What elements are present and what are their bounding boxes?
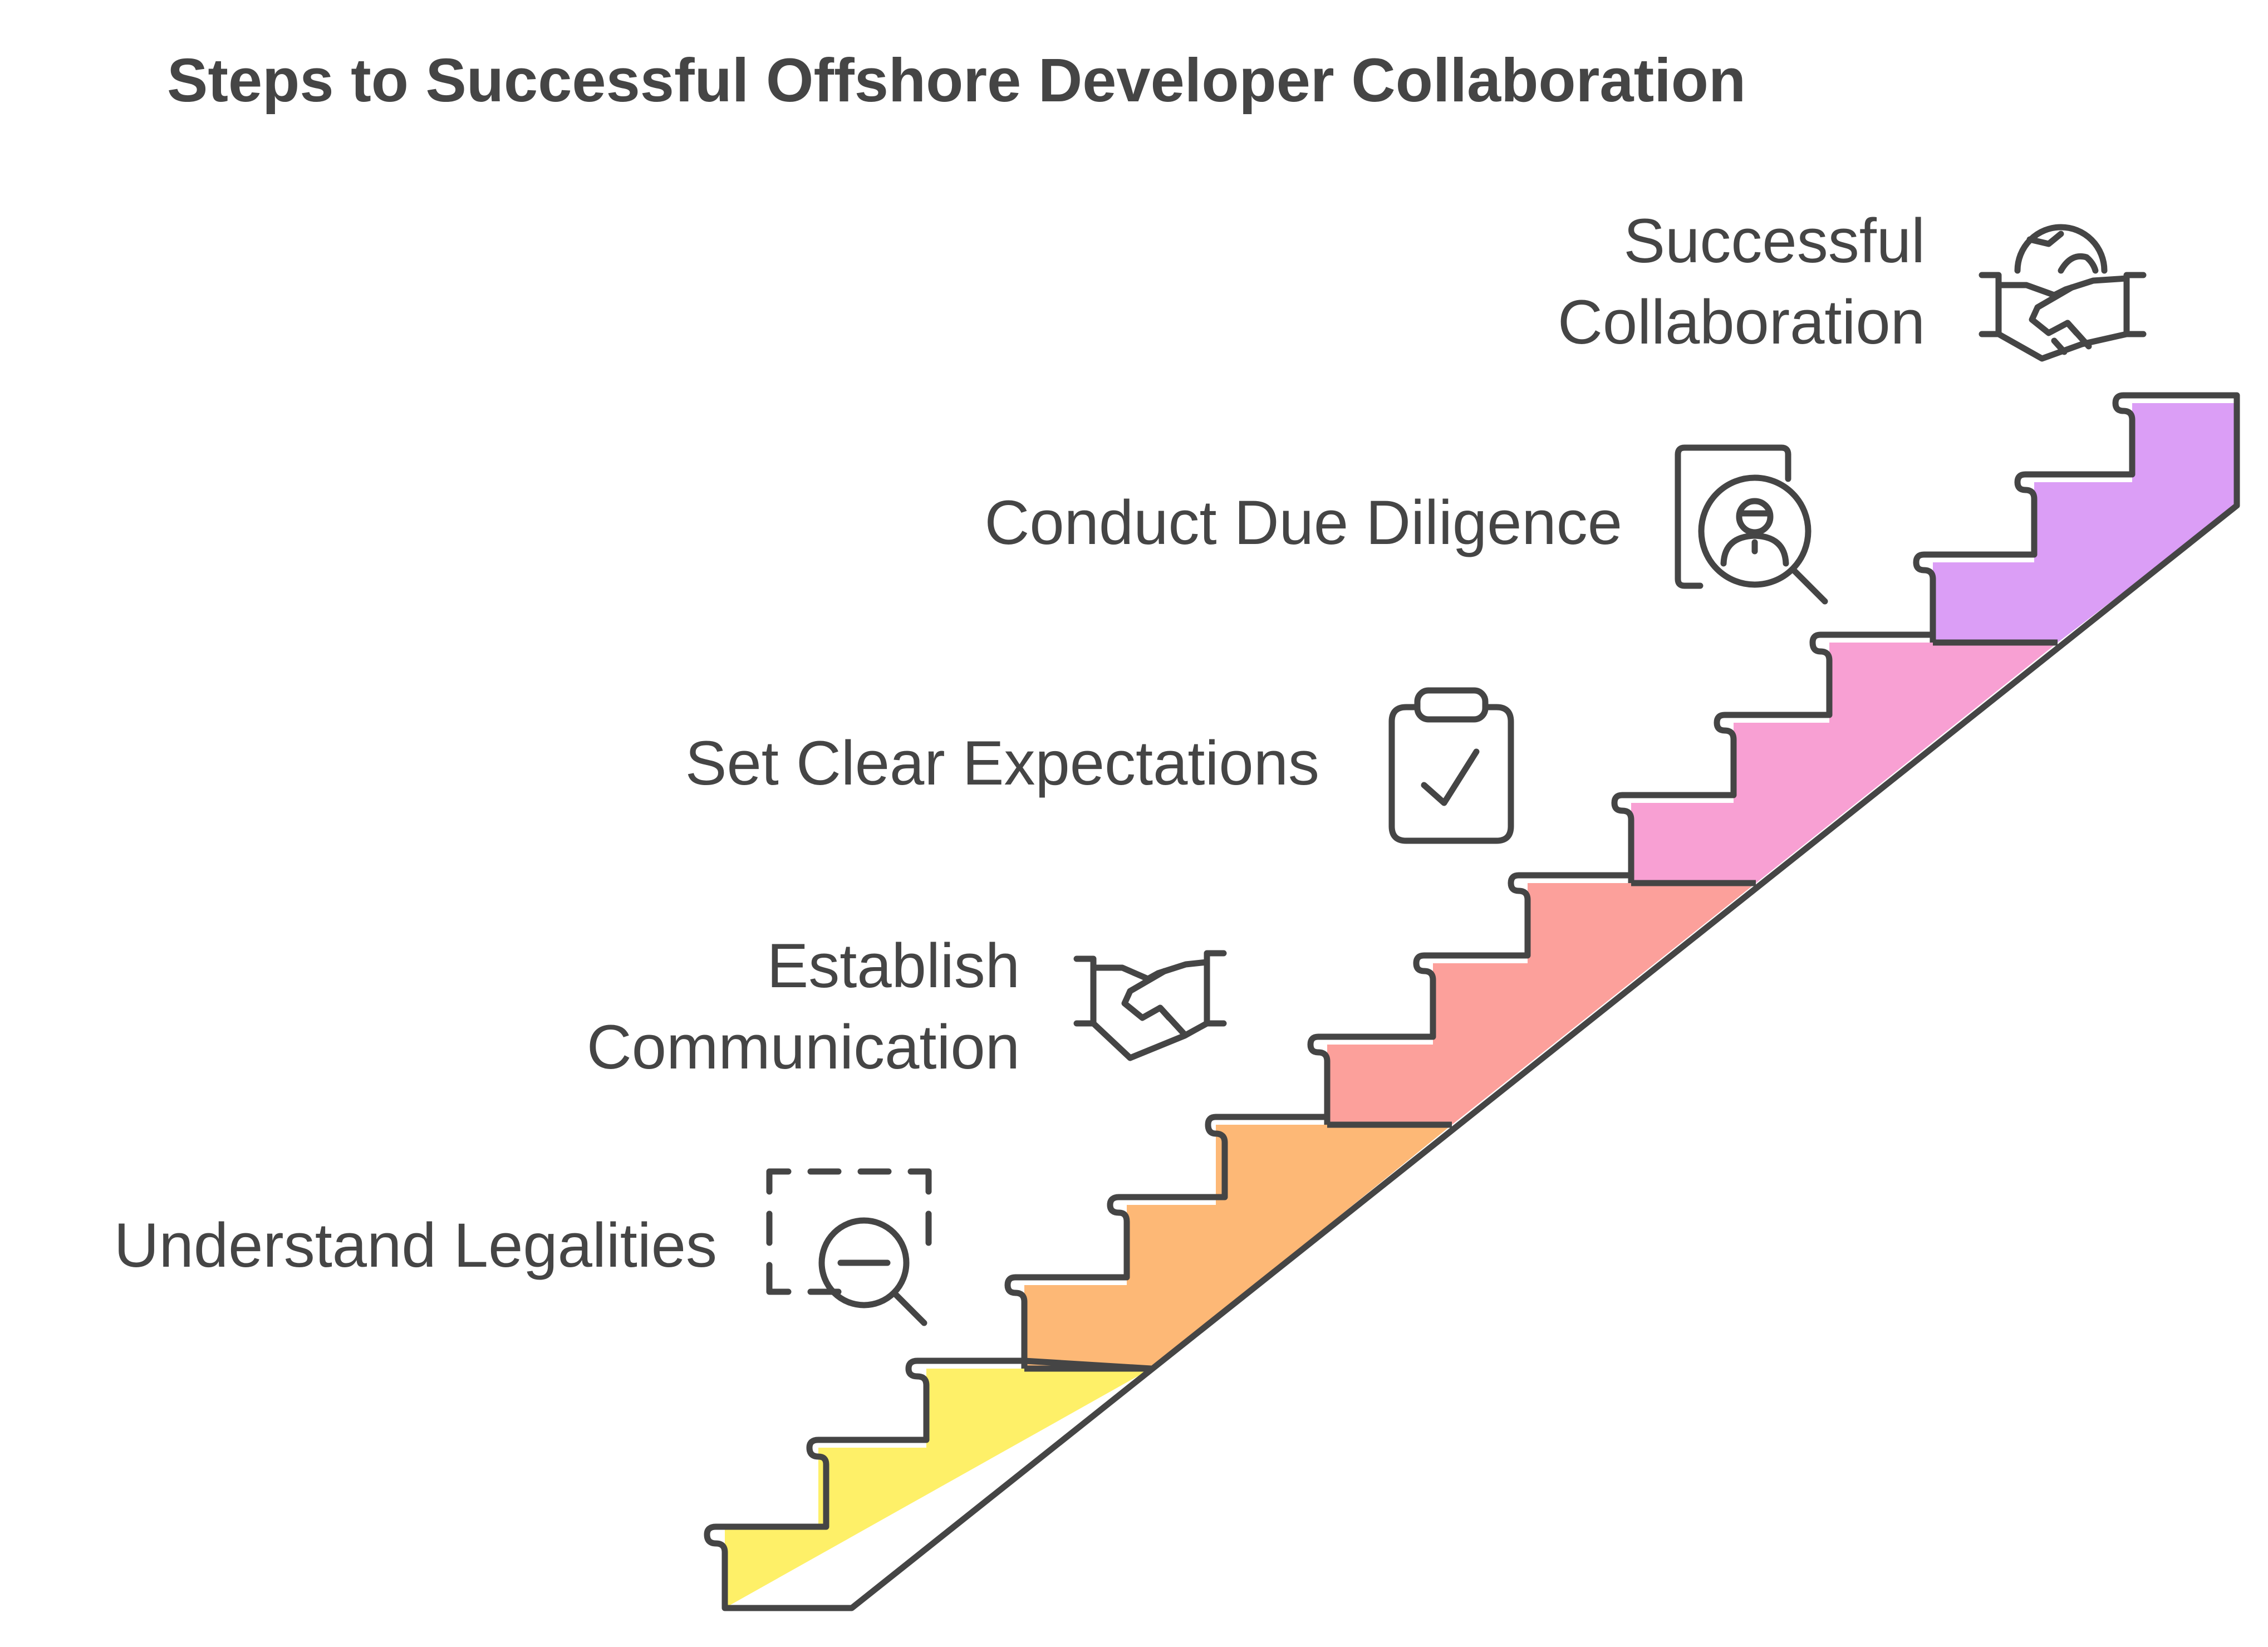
diagram-title: Steps to Successful Offshore Developer C…	[167, 46, 1746, 115]
stair-segment-1	[725, 1369, 1151, 1608]
step-label-establish-communication: Establish Communication	[586, 931, 1020, 1082]
stair-segment-3	[1327, 883, 1756, 1125]
globe-handshake-icon	[1979, 224, 2147, 362]
step-label-understand-legalities: Understand Legalities	[114, 1210, 717, 1280]
step-label-successful-collaboration: Successful Collaboration	[1558, 206, 1925, 357]
dashed-search-minus-icon	[766, 1168, 932, 1326]
stair-segment-2	[1024, 1125, 1452, 1369]
stair-outline	[704, 392, 2240, 1611]
step-label-set-clear-expectations: Set Clear Expectations	[685, 728, 1319, 798]
document-person-search-icon	[1675, 444, 1828, 605]
step-label-conduct-due-diligence: Conduct Due Diligence	[984, 488, 1622, 557]
stair-segment-4	[1631, 643, 2058, 883]
handshake-icon	[1073, 950, 1227, 1061]
stair-segment-5	[1933, 403, 2237, 643]
clipboard-check-icon	[1388, 687, 1514, 844]
